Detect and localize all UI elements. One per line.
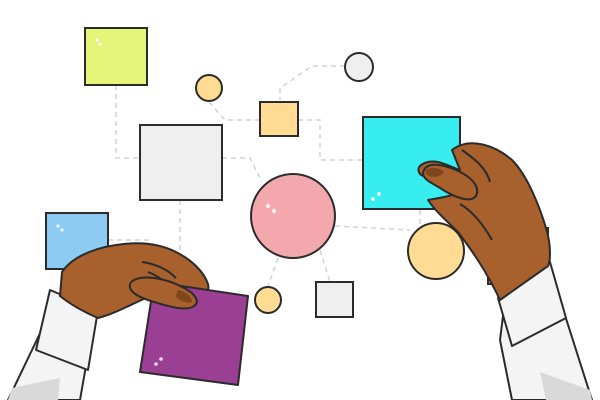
connector-line [319,249,331,283]
peach-circle-medium [407,222,465,280]
connector-line [298,119,362,161]
left-thumb [128,276,198,310]
left-thumb-group [128,276,198,310]
highlight-dot [265,203,271,209]
connector-line [222,157,263,183]
gray-square-large [139,124,223,201]
left-sleeve-shadow [8,378,60,400]
purple-square [139,281,249,386]
highlight-dot [159,357,163,361]
right-palm [417,142,551,301]
gray-square-small [315,281,354,318]
connector-line [267,257,279,287]
peach-circle-bottom [254,286,282,314]
right-finger-crease [459,203,493,241]
peach-circle-small [195,74,223,102]
right-thumbnail [426,167,444,177]
right-finger-crease [461,149,491,183]
connector-line [115,85,140,159]
lime-square [84,27,148,86]
highlight-dot [56,224,60,228]
highlight-dot [60,228,64,232]
peach-square [259,101,299,137]
left-finger-crease [141,261,177,279]
connector-line [279,65,345,100]
highlight-dot [377,192,381,196]
right-sleeve-shadow [540,372,592,400]
right-hand [417,142,593,400]
connector-line [334,225,411,231]
highlight-dot [271,208,277,214]
left-thumbnail [176,290,192,303]
highlight-dot [371,197,375,201]
highlight-dot [154,362,158,366]
connector-line [208,101,260,121]
pink-circle-large [250,173,336,259]
highlight-dot [98,42,102,46]
connector-lines [108,65,421,287]
highlight-dot [95,38,99,42]
gray-circle [344,52,374,82]
